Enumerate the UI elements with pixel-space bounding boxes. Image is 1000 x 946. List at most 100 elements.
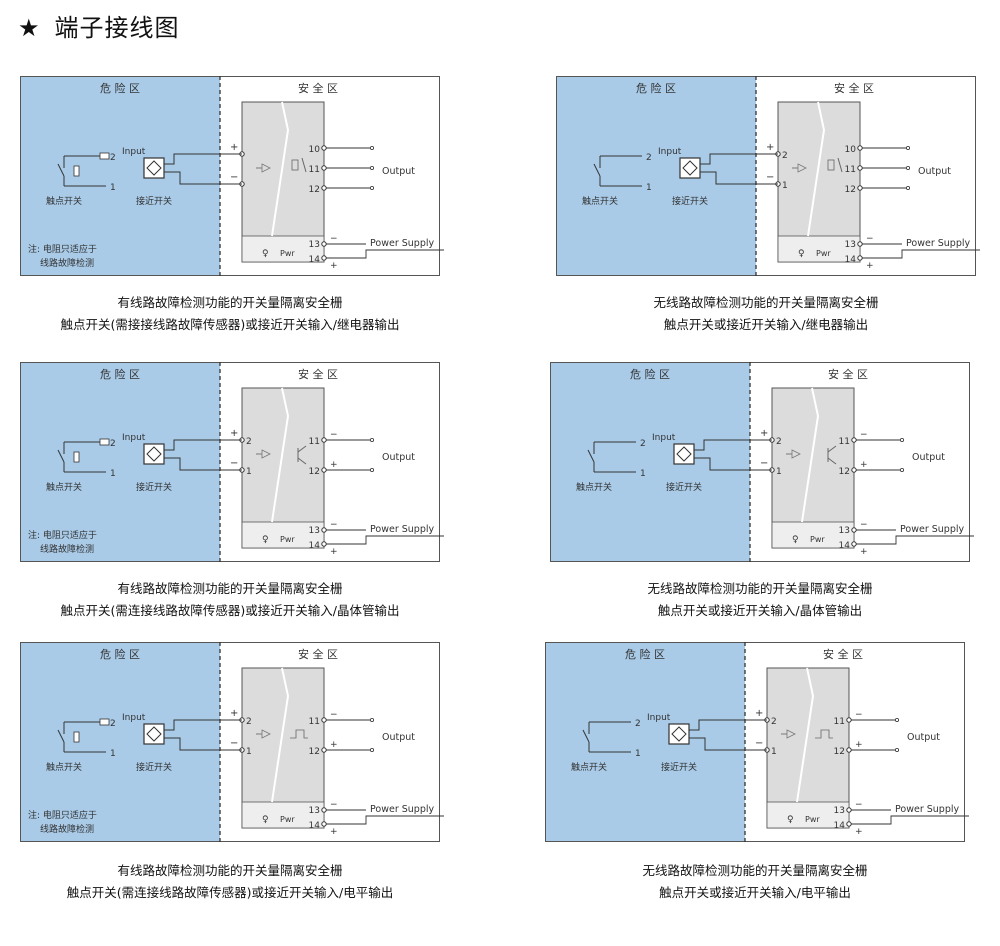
wiring-diagram-svg: 危 险 区安 全 区♀Pwr+−21Input接近开关21触点开关11−12+O… <box>550 362 974 562</box>
power-terminal-13 <box>846 807 852 813</box>
input-plus-sign: + <box>230 428 238 439</box>
input-wire-plus <box>164 153 242 165</box>
output-polarity-11: − <box>330 710 338 720</box>
input-wire-plus <box>689 719 767 731</box>
power-terminal-13-label: 13 <box>845 240 856 250</box>
caption-line-2: 触点开关或接近开关输入/电平输出 <box>659 885 851 900</box>
power-wire-plus <box>856 535 974 545</box>
pwr-label: Pwr <box>805 815 820 824</box>
relay-contact-symbol <box>837 157 843 173</box>
output-label: Output <box>382 166 415 177</box>
diagram-caption: 有线路故障检测功能的开关量隔离安全栅触点开关(需连接线路故障传感器)或接近开关输… <box>0 860 460 904</box>
module-isolation-barrier <box>271 667 290 803</box>
output-wire-end-11 <box>369 166 374 171</box>
contact-switch-label: 触点开关 <box>46 195 82 207</box>
output-terminal-11 <box>857 165 863 171</box>
lfd-resistor-parallel-icon <box>73 451 80 463</box>
level-pulse-symbol <box>815 729 833 739</box>
diagram-caption: 无线路故障检测功能的开关量隔离安全栅触点开关或接近开关输入/继电器输出 <box>536 292 996 336</box>
module-power-section <box>241 235 325 263</box>
output-terminal-10 <box>857 145 863 151</box>
input-plus-sign: + <box>755 708 763 719</box>
power-terminal-13 <box>851 527 857 533</box>
contact-switch-label: 触点开关 <box>46 481 82 493</box>
power-supply-label: Power Supply <box>900 524 964 535</box>
input-wire-plus <box>694 439 772 451</box>
panel-border <box>20 76 440 276</box>
proximity-switch-label: 接近开关 <box>136 195 172 207</box>
output-terminal-11 <box>851 437 857 443</box>
lfd-resistor-series-icon <box>99 152 110 160</box>
power-terminal-14-label: 14 <box>845 255 857 265</box>
input-minus-sign: − <box>760 458 768 469</box>
lfd-resistor-parallel-icon <box>73 731 80 743</box>
note-line-2: 线路故障检测 <box>40 257 94 269</box>
power-terminal-14 <box>857 255 863 261</box>
power-terminal-13-label: 13 <box>309 526 320 536</box>
switch-blade-icon <box>57 163 65 177</box>
power-supply-label: Power Supply <box>370 524 434 535</box>
safe-zone-label: 安 全 区 <box>823 647 863 661</box>
led-icon: ♀ <box>262 815 269 825</box>
power-terminal-14 <box>851 541 857 547</box>
switch-terminal-2-label: 2 <box>635 719 641 729</box>
input-minus-sign: − <box>755 738 763 749</box>
switch-terminal-2-label: 2 <box>110 153 116 163</box>
caption-line-1: 有线路故障检测功能的开关量隔离安全栅 <box>117 295 343 310</box>
power-terminal-13-label: 13 <box>309 240 320 250</box>
output-terminal-10 <box>321 145 327 151</box>
input-minus-sign: − <box>230 738 238 749</box>
input-plus-sign: + <box>230 142 238 153</box>
switch-terminal-1-label: 1 <box>110 749 116 759</box>
output-terminal-10-label: 10 <box>309 145 321 155</box>
output-terminal-12-label: 12 <box>845 185 856 195</box>
power-minus-sign: − <box>866 234 874 244</box>
power-terminal-14-label: 14 <box>309 541 321 551</box>
output-polarity-11: − <box>855 710 863 720</box>
pwr-label: Pwr <box>280 249 295 258</box>
power-plus-sign: + <box>855 827 863 837</box>
switch-blade-icon <box>587 449 595 463</box>
barrier-module <box>241 387 325 549</box>
power-terminal-13-label: 13 <box>839 526 850 536</box>
power-wire-plus <box>862 249 980 259</box>
lfd-resistor-parallel-icon <box>73 165 80 177</box>
hazard-zone-label: 危 险 区 <box>100 647 140 661</box>
proximity-sensor-diamond <box>682 160 698 176</box>
output-label: Output <box>382 452 415 463</box>
module-isolation-barrier <box>801 387 820 523</box>
wiring-diagram-svg: 危 险 区安 全 区♀Pwr+−21Input接近开关21触点开关11−12+O… <box>545 642 969 842</box>
input-wire-minus <box>694 457 772 471</box>
module-power-section <box>777 235 861 263</box>
input-terminal-1-label: 1 <box>771 747 777 757</box>
safe-zone-label: 安 全 区 <box>298 367 338 381</box>
hazard-zone-fill <box>556 76 756 276</box>
output-terminal-12 <box>321 467 327 473</box>
input-terminal-1-label: 1 <box>246 467 252 477</box>
proximity-sensor-icon <box>668 723 690 745</box>
output-terminal-11-label: 11 <box>839 437 850 447</box>
power-terminal-13-label: 13 <box>834 806 845 816</box>
note-line-1: 注: 电阻只适应于 <box>28 809 97 821</box>
barrier-module <box>777 101 861 263</box>
hazard-zone-fill <box>20 362 220 562</box>
input-minus-sign: − <box>230 172 238 183</box>
proximity-switch-label: 接近开关 <box>666 481 702 493</box>
power-supply-label: Power Supply <box>906 238 970 249</box>
pwr-label: Pwr <box>816 249 831 258</box>
switch-terminal-2-label: 2 <box>110 719 116 729</box>
output-wire-end-11 <box>905 166 910 171</box>
output-wire-end-10 <box>905 146 910 151</box>
input-wire-plus <box>700 153 778 165</box>
lfd-resistor-series-icon <box>99 438 110 446</box>
power-minus-sign: − <box>330 234 338 244</box>
proximity-switch-label: 接近开关 <box>672 195 708 207</box>
output-terminal-11-label: 11 <box>309 717 320 727</box>
output-polarity-11: − <box>330 430 338 440</box>
power-supply-label: Power Supply <box>370 804 434 815</box>
input-wire-minus <box>164 171 242 185</box>
hazard-zone-label: 危 险 区 <box>630 367 670 381</box>
input-terminal-2-label: 2 <box>776 437 782 447</box>
